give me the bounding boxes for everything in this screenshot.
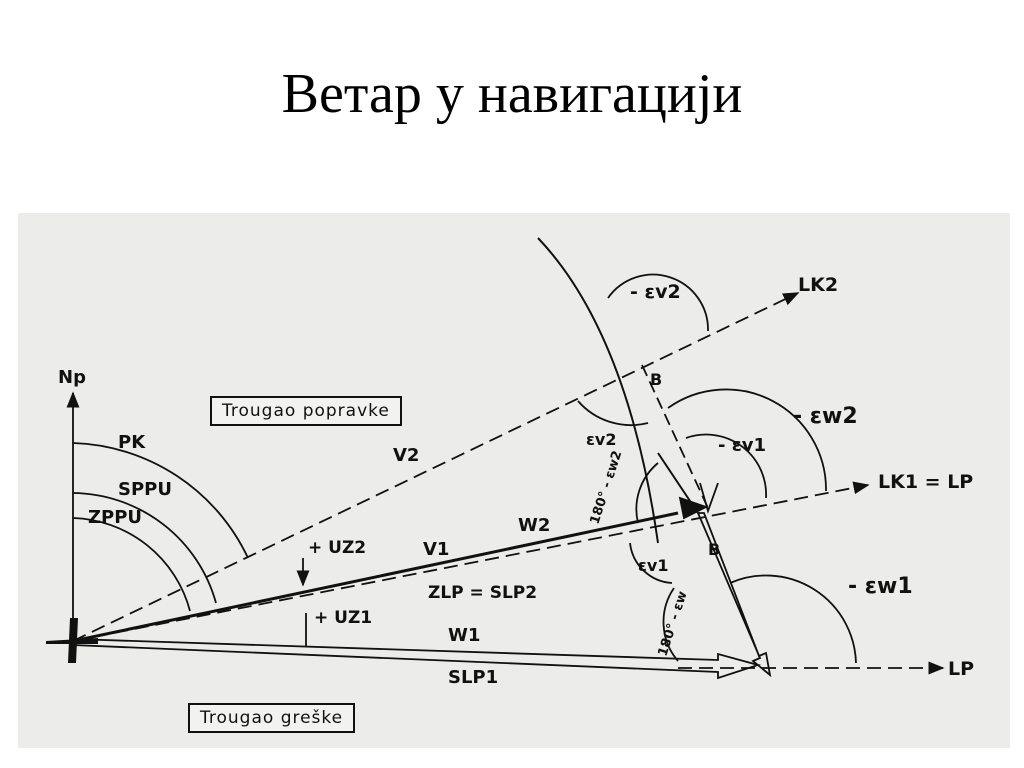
w2-label: W2: [518, 515, 550, 536]
pk-label: PK: [118, 432, 146, 453]
w2-vector: [72, 511, 679, 643]
ev2-top-arc: [607, 273, 709, 332]
ev1-arc: [685, 433, 767, 499]
wind-vector-lower: [696, 512, 772, 678]
sppu-arc: [72, 492, 217, 604]
ev1-label: - εv1: [718, 435, 766, 456]
zppu-label: ZPPU: [88, 507, 142, 528]
zppu-arc: [72, 517, 191, 612]
a180-ew2-arc: [635, 462, 659, 524]
wind-vector-upper: [657, 452, 699, 514]
ev2-top-label: - εv2: [630, 281, 681, 303]
ew1-label: - εw1: [848, 574, 913, 599]
b-top-label: B: [650, 370, 662, 389]
lk2-label: LK2: [798, 274, 838, 296]
v1-label: V1: [423, 539, 449, 560]
ev2-inner-label: εv2: [586, 430, 616, 449]
aircraft-icon: [46, 618, 98, 663]
w1-label: W1: [448, 625, 480, 646]
b-bottom-label: B: [708, 540, 720, 559]
slp1-label: SLP1: [448, 667, 498, 688]
lk2-line: [72, 292, 800, 642]
sppu-label: SPPU: [118, 479, 172, 500]
ev2-inner-arc: [577, 400, 649, 426]
triangle-correction-label: Trougao popravke: [210, 396, 402, 426]
diagram-canvas: Np PK SPPU ZPPU V2 V1 W2 W1 + UZ2 + UZ1 …: [46, 237, 974, 688]
lk1-lp-label: LK1 = LP: [878, 471, 973, 493]
v2-label: V2: [393, 445, 419, 466]
wind-dashed: [641, 364, 709, 509]
slide-title: Ветар у навигацији: [281, 63, 743, 125]
triangle-error-label: Trougao greške: [188, 703, 356, 733]
ew2-arc: [667, 388, 827, 492]
a180-ew-arc: [662, 587, 679, 662]
ev1-lower-arc: [629, 542, 673, 584]
ev1-lower-label: εv1: [638, 556, 668, 575]
w2-arrow-head: [678, 496, 709, 520]
zlp-slp2-label: ZLP = SLP2: [428, 583, 537, 603]
pk-arc: [72, 442, 249, 559]
wind-triangle-diagram: Np PK SPPU ZPPU V2 V1 W2 W1 + UZ2 + UZ1 …: [18, 213, 1010, 748]
lk1-line: [72, 481, 870, 642]
np-label: Np: [58, 367, 86, 388]
a180-ew2-label: 180° - εw2: [588, 449, 626, 526]
boundary-curve: [537, 237, 659, 544]
a180-ew-label: 180° - εw: [656, 590, 691, 659]
ew1-arc: [729, 574, 857, 664]
lp-label: LP: [948, 658, 974, 680]
wind-dashed-head: [699, 482, 719, 514]
uz1-label: + UZ1: [314, 608, 372, 628]
uz2-label: + UZ2: [308, 538, 366, 558]
ew2-label: - εw2: [793, 404, 858, 429]
w1-vector: [72, 638, 762, 680]
